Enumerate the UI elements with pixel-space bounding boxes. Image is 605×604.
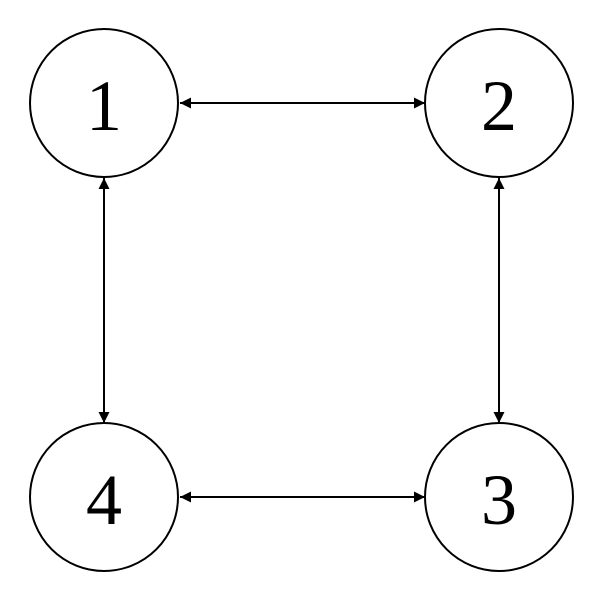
node-2: 2 [424, 28, 574, 178]
node-3-circle [424, 422, 574, 572]
node-1: 1 [29, 28, 179, 178]
node-2-circle [424, 28, 574, 178]
node-1-circle [29, 28, 179, 178]
node-2-label: 2 [481, 66, 517, 146]
node-3: 3 [424, 422, 574, 572]
node-4-label: 4 [86, 460, 122, 540]
node-3-label: 3 [481, 460, 517, 540]
node-1-label: 1 [86, 66, 122, 146]
node-4-circle [29, 422, 179, 572]
node-4: 4 [29, 422, 179, 572]
